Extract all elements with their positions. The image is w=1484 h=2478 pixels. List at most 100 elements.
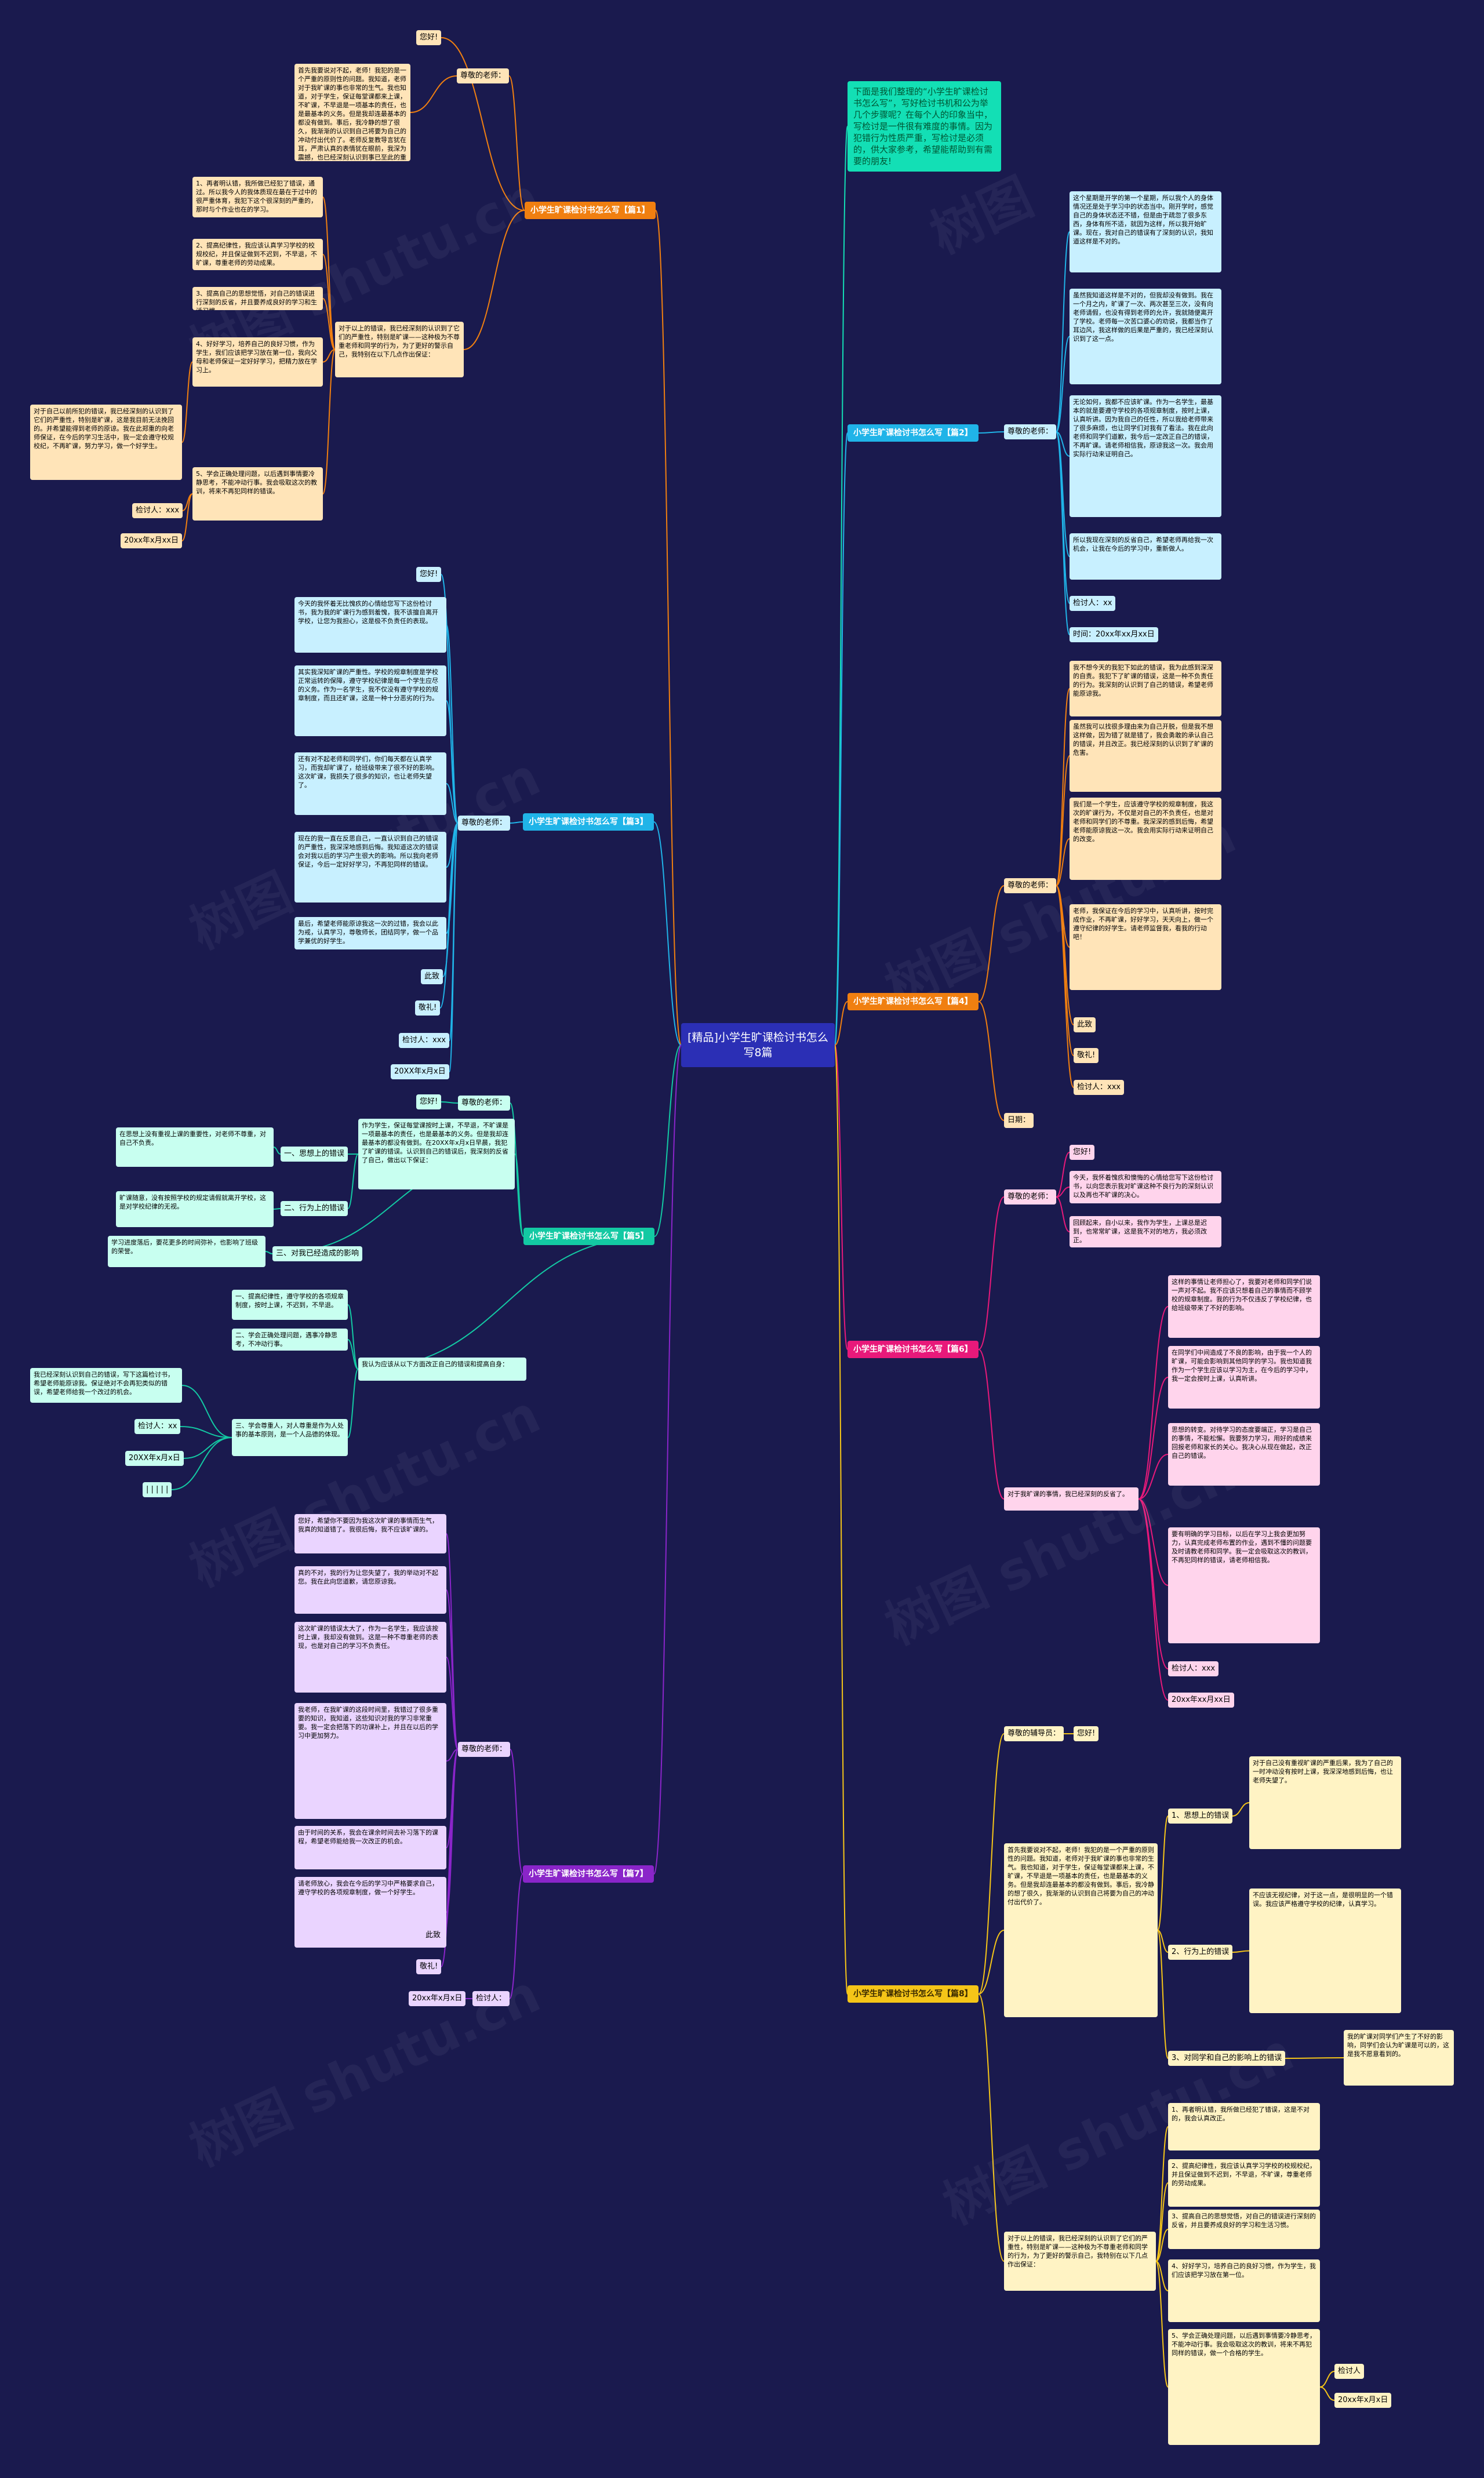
connector-line [978, 885, 1005, 1002]
b1-paragraph-2: 对于以上的错误，我已经深刻的认识到了它们的严重性，特别是旷课——这种极为不尊重老… [335, 322, 464, 377]
b6-signer: 检讨人：xxx [1168, 1661, 1219, 1676]
branch-8-title[interactable]: 小学生旷课检讨书怎么写【篇8】 [848, 1985, 979, 2003]
connector-line [449, 823, 459, 1072]
b5-point-1: 一、提高纪律性，遵守学校的各项规章制度，按时上课，不迟到，不早退。 [232, 1290, 348, 1320]
connector-line [439, 823, 459, 1009]
b4-salute: 此致 [1074, 1017, 1096, 1032]
b4-paragraph-3: 我们是一个学生，应该遵守学校的规章制度，我这次的旷课行为，不仅是对自己的不负责任… [1070, 798, 1221, 880]
connector-line [1155, 2126, 1169, 2262]
b8-heading-1: 1、思想上的错误 [1168, 1809, 1233, 1824]
connector-line [655, 210, 682, 1046]
b8-text-1: 对于自己没有重视旷课的严重后果，我为了自己的一时冲动没有按时上课，我深深地感到后… [1249, 1756, 1401, 1849]
branch-4-title[interactable]: 小学生旷课检讨书怎么写【篇4】 [848, 993, 979, 1010]
connector-line [1138, 1498, 1169, 1586]
connector-line [1232, 1802, 1250, 1817]
connector-line [1056, 1152, 1070, 1198]
b5-text-2: 旷课随意，没有按照学校的规定请假就离开学校，这是对学校纪律的无视。 [116, 1191, 274, 1227]
b6-greet: 尊敬的老师： [1004, 1189, 1057, 1205]
b4-date-label: 日期： [1004, 1113, 1034, 1128]
connector-line [1155, 2261, 1169, 2388]
connector-line [978, 431, 1005, 434]
root-topic[interactable]: [精品]小学生旷课检讨书怎么写8篇 [681, 1023, 835, 1067]
b7-paragraph-4: 我老师，在我旷课的这段时间里，我错过了很多重要的知识，我知道，这些知识对我的学习… [294, 1703, 446, 1819]
connector-line [978, 1001, 1005, 1121]
branch-7-title[interactable]: 小学生旷课检讨书怎么写【篇7】 [523, 1865, 654, 1883]
b1-list-1: 1、再者明认错，我所做已经犯了错误，通过。所以我今人的我体质现在最在于过中的很严… [192, 177, 323, 217]
b1-list-5: 5、学会正确处理问题，以后遇到事情要冷静思考，不能冲动行事。我会吸取这次的教训，… [192, 467, 323, 521]
connector-line [183, 1437, 232, 1459]
connector-line [181, 361, 193, 443]
b8-paragraph-1: 首先我要说对不起，老师！我犯的是一个严重的原则性的问题。我知道，老师对于我旷课的… [1004, 1843, 1158, 2017]
b2-paragraph-2: 虽然我知道这样是不对的，但我却没有做到。我在一个月之内，旷课了一次、两次甚至三次… [1070, 289, 1221, 384]
b7-signer: 检讨人： [472, 1991, 510, 2006]
connector-line [410, 75, 457, 113]
connector-line [446, 700, 459, 824]
connector-line [1319, 2386, 1335, 2401]
connector-line [446, 1657, 459, 1750]
b3-greet: 尊敬的老师： [458, 816, 511, 831]
b4-salute-2: 敬礼! [1074, 1048, 1099, 1063]
connector-line [1138, 1498, 1169, 1669]
b8-list-1: 1、再者明认错，我所做已经犯了错误，这是不对的，我会认真改正。 [1168, 2103, 1320, 2150]
connector-line [181, 1385, 232, 1438]
connector-line [1056, 231, 1070, 432]
b7-paragraph-2: 真的不对，我的行为让您失望了，我的举动对不起您。我在此向您道歉，请您原谅我。 [294, 1566, 446, 1614]
connector-line [322, 254, 336, 350]
connector-line [510, 821, 523, 824]
b5-point-2: 二、学会正确处理问题，遇事冷静思考，不冲动行事。 [232, 1329, 348, 1351]
intro-text: 下面是我们整理的“小学生旷课检讨书怎么写”，写好检讨书机和公为举几个步骤呢？在每… [848, 81, 1001, 172]
connector-line [265, 1251, 273, 1254]
b5-hello: 您好! [416, 1094, 442, 1109]
connector-line [446, 783, 459, 824]
connector-line [273, 1147, 281, 1155]
connector-line [978, 1930, 1005, 1995]
b3-paragraph-3: 还有对不起老师和同学们，你们每天都在认真学习，而我却旷课了，给班级带来了很不好的… [294, 752, 446, 815]
connector-line [322, 298, 336, 350]
connector-line [180, 1426, 232, 1438]
b8-list-4: 4、好好学习，培养自己的良好习惯，作为学生，我们应该把学习放在第一位。 [1168, 2259, 1320, 2322]
b1-hello: 您好! [416, 30, 442, 45]
b2-greet: 尊敬的老师： [1004, 424, 1057, 439]
b5-paragraph-1: 作为学生，保证每堂课按时上课，不早退，不旷课是一项最基本的责任，也是最基本的义务… [358, 1119, 515, 1189]
b5-heading-2: 二、行为上的错误 [281, 1201, 348, 1216]
connector-line [347, 1339, 359, 1370]
b5-date: 20XX年x月x日 [125, 1451, 184, 1466]
b5-side-note: 我已经深刻认识到自己的错误，写下这篇检讨书，希望老师能原谅我。保证绝对不会再犯类… [30, 1368, 182, 1403]
b7-paragraph-6: 请老师放心，我会在今后的学习中严格要求自己，遵守学校的各项规章制度，做一个好学生… [294, 1877, 446, 1948]
b2-date: 时间：20xx年xx月xx日 [1070, 627, 1158, 642]
connector-line [171, 1437, 232, 1490]
b1-list-3: 3、提高自己的思想觉悟，对自己的错误进行深刻的反省，并且要养成良好的学习和生活习… [192, 287, 323, 310]
b6-paragraph-2: 回顾起来，自小以来，我作为学生，上课总是迟到，也常常旷课，这是我不对的地方，我必… [1070, 1216, 1221, 1247]
connector-line [834, 1045, 848, 1995]
connector-line [654, 1045, 682, 1237]
b4-greet: 尊敬的老师： [1004, 878, 1057, 893]
b6-paragraph-3: 这样的事情让老师担心了，我要对老师和同学们说一声对不起。我不应该只想着自己的事情… [1168, 1275, 1320, 1338]
b5-heading-1: 一、思想上的错误 [281, 1147, 348, 1162]
b8-hello: 您好! [1074, 1726, 1099, 1741]
b1-list-2: 2、提高纪律性，我应该认真学习学校的校规校纪，并且保证做到不迟到，不早退，不旷课… [192, 239, 323, 270]
b3-signer: 检讨人：xxx [399, 1033, 450, 1048]
connector-line [1056, 1196, 1070, 1232]
branch-5-title[interactable]: 小学生旷课检讨书怎么写【篇5】 [523, 1228, 654, 1245]
b6-paragraph-4: 在同学们中间造成了不良的影响，由于我一个人的旷课，可能会影响到其他同学的学习。我… [1168, 1346, 1320, 1409]
connector-line [1056, 688, 1070, 886]
branch-1-title[interactable]: 小学生旷课检讨书怎么写【篇1】 [525, 202, 656, 219]
connector-line [653, 821, 682, 1046]
b3-paragraph-5: 最后，希望老师能原谅我这一次的过错，我会以此为戒，认真学习，尊敬师长，团结同学，… [294, 917, 446, 949]
connector-line [322, 349, 336, 363]
b5-signer: 检讨人：xx [134, 1419, 181, 1434]
connector-line [1056, 885, 1074, 1088]
connector-line [446, 1533, 459, 1750]
connector-line [347, 1154, 359, 1209]
connector-line [446, 1749, 459, 1762]
branch-2-title[interactable]: 小学生旷课检讨书怎么写【篇2】 [848, 424, 979, 442]
b8-heading-3: 3、对同学和自己的影响上的错误 [1168, 2051, 1286, 2066]
b4-paragraph-4: 老师，我保证在今后的学习中，认真听讲，按时完成作业，不再旷课，好好学习，天天向上… [1070, 904, 1221, 990]
branch-6-title[interactable]: 小学生旷课检讨书怎么写【篇6】 [848, 1341, 979, 1358]
branch-3-title[interactable]: 小学生旷课检讨书怎么写【篇3】 [523, 813, 654, 831]
connector-line [1157, 1815, 1169, 1931]
connector-line [1138, 1498, 1169, 1701]
connector-line [347, 1369, 359, 1438]
b2-paragraph-3: 无论如何，我都不应该旷课。作为一名学生，最基本的就是要遵守学校的各项规章制度，按… [1070, 395, 1221, 517]
connector-line [653, 1045, 682, 1875]
